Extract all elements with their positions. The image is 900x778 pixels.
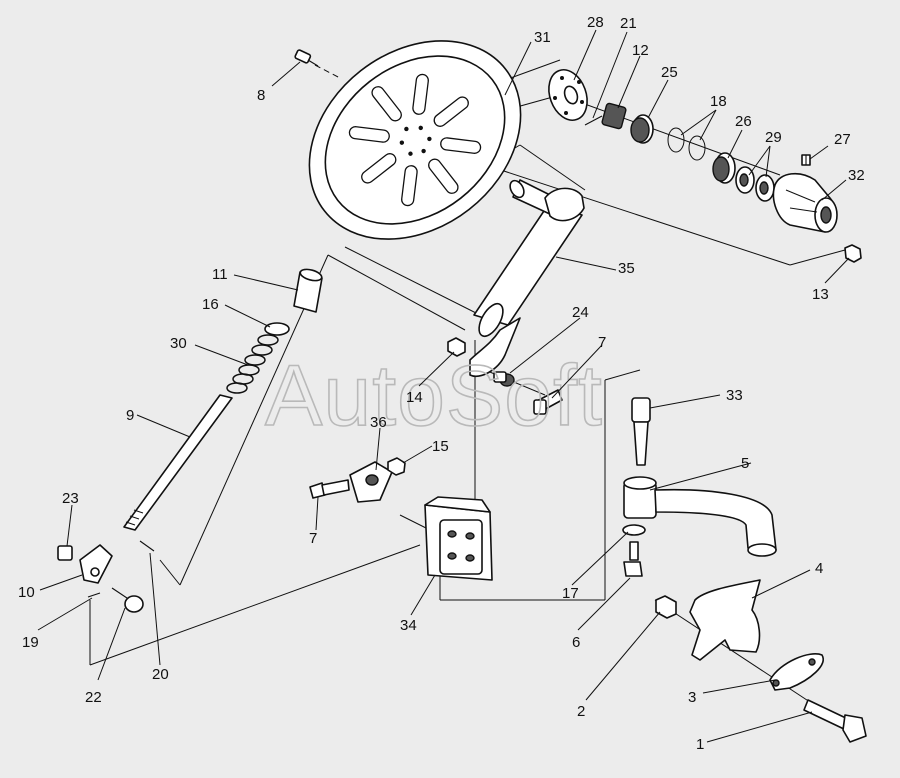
callout-15: 15 [432, 438, 449, 455]
callout-28: 28 [587, 14, 604, 31]
callout-5: 5 [741, 455, 749, 472]
callout-17: 17 [562, 585, 579, 602]
callout-16: 16 [202, 296, 219, 313]
callout-34: 34 [400, 617, 417, 634]
callout-21: 21 [620, 15, 637, 32]
callout-3: 3 [688, 689, 696, 706]
callout-31: 31 [534, 29, 551, 46]
steering-wheel [308, 40, 522, 240]
callout-35: 35 [618, 260, 635, 277]
callout-14: 14 [406, 389, 423, 406]
callout-10: 10 [18, 584, 35, 601]
steering-column [447, 179, 585, 415]
callout-29: 29 [765, 129, 782, 146]
callout-30: 30 [170, 335, 187, 352]
pedal-assembly [622, 397, 867, 743]
callout-4: 4 [815, 560, 823, 577]
callout-23: 23 [62, 490, 79, 507]
callout-labels: 1 2 3 4 5 6 7 7 8 9 10 11 12 13 14 15 16… [18, 14, 865, 753]
callout-33: 33 [726, 387, 743, 404]
callout-12: 12 [632, 42, 649, 59]
watermark: AutoSoft [265, 348, 603, 444]
hub-assembly [548, 69, 862, 263]
callout-8: 8 [257, 87, 265, 104]
callout-27: 27 [834, 131, 851, 148]
callout-20: 20 [152, 666, 169, 683]
callout-9: 9 [126, 407, 134, 424]
callout-1: 1 [696, 736, 704, 753]
clamp-assembly [309, 457, 493, 581]
callout-7-lower: 7 [309, 530, 317, 547]
callout-11: 11 [212, 266, 228, 283]
callout-26: 26 [735, 113, 752, 130]
screw-8 [294, 49, 319, 67]
callout-2: 2 [577, 703, 585, 720]
callout-32: 32 [848, 167, 865, 184]
callout-18: 18 [710, 93, 727, 110]
callout-22: 22 [85, 689, 102, 706]
callout-7-upper: 7 [598, 334, 606, 351]
callout-24: 24 [572, 304, 589, 321]
callout-13: 13 [812, 286, 829, 303]
callout-25: 25 [661, 64, 678, 81]
callout-6: 6 [572, 634, 580, 651]
callout-19: 19 [22, 634, 39, 651]
leader-lines [37, 29, 850, 743]
callout-36: 36 [370, 414, 387, 431]
steering-shaft [57, 268, 323, 613]
